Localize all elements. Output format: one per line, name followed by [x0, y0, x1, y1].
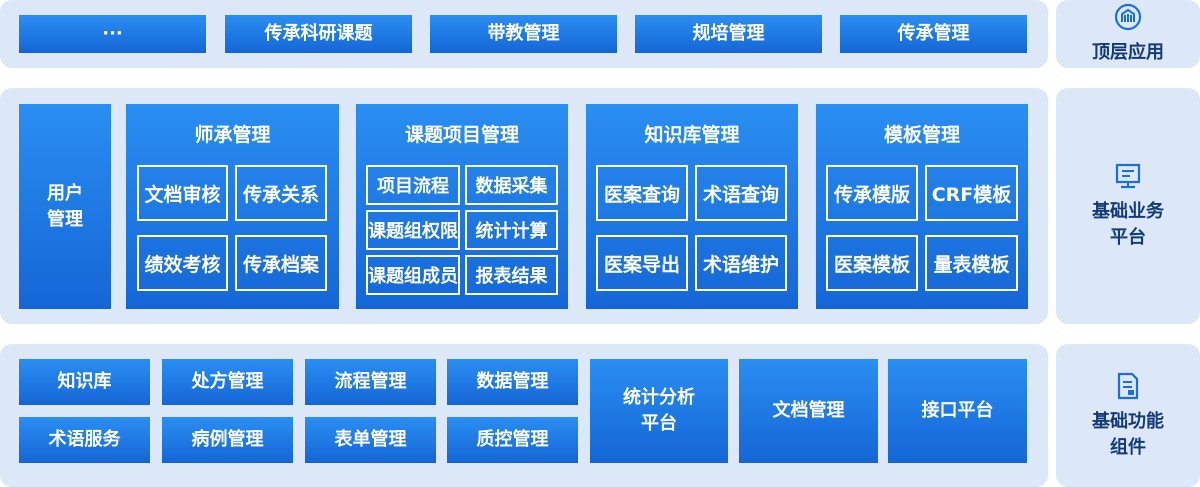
side-label-middle: 基础业务 平台: [1092, 201, 1164, 248]
building-icon: [1114, 3, 1142, 31]
bottom-knowledge-base[interactable]: 知识库: [19, 359, 150, 405]
cell-term-query[interactable]: 术语查询: [695, 165, 787, 221]
bottom-document-management[interactable]: 文档管理: [739, 359, 878, 463]
cell-case-query[interactable]: 医案查询: [596, 165, 688, 221]
bottom-terminology-service[interactable]: 术语服务: [19, 417, 150, 463]
bottom-process-management[interactable]: 流程管理: [305, 359, 436, 405]
module-knowledge-base: 知识库管理 医案查询 术语查询 医案导出 术语维护: [586, 104, 798, 309]
bottom-prescription-management[interactable]: 处方管理: [162, 359, 293, 405]
cell-inheritance-relation[interactable]: 传承关系: [235, 165, 327, 221]
top-item-teaching-management[interactable]: 带教管理: [430, 15, 617, 53]
cell-case-export[interactable]: 医案导出: [596, 235, 688, 291]
top-item-more[interactable]: ···: [19, 15, 206, 53]
cell-term-maintenance[interactable]: 术语维护: [695, 235, 787, 291]
cell-performance-review[interactable]: 绩效考核: [137, 235, 228, 291]
side-label-top: 顶层应用: [1092, 42, 1164, 63]
module-title: 课题项目管理: [404, 124, 519, 146]
module-mentorship: 师承管理 文档审核 传承关系 绩效考核 传承档案: [126, 104, 339, 309]
top-item-training-management[interactable]: 规培管理: [635, 15, 822, 53]
cell-report-results[interactable]: 报表结果: [465, 255, 558, 295]
top-item-inheritance-research[interactable]: 传承科研课题: [225, 15, 412, 53]
cell-crf-template[interactable]: CRF模板: [925, 165, 1018, 221]
module-template: 模板管理 传承模版 CRF模板 医案模板 量表模板: [816, 104, 1028, 309]
bottom-data-management[interactable]: 数据管理: [447, 359, 578, 405]
top-item-inheritance-management[interactable]: 传承管理: [840, 15, 1027, 53]
monitor-icon: [1115, 163, 1141, 189]
cell-inheritance-archive[interactable]: 传承档案: [235, 235, 327, 291]
user-management[interactable]: 用户 管理: [19, 104, 111, 309]
module-title: 知识库管理: [644, 124, 740, 146]
module-title: 模板管理: [883, 124, 960, 146]
side-basic-function-components: 基础功能 组件: [1056, 344, 1200, 487]
cell-group-members[interactable]: 课题组成员: [366, 255, 460, 295]
cell-inheritance-template[interactable]: 传承模版: [826, 165, 918, 221]
cell-data-collection[interactable]: 数据采集: [465, 165, 558, 205]
side-label-bottom: 基础功能 组件: [1092, 410, 1164, 458]
cell-document-review[interactable]: 文档审核: [137, 165, 228, 221]
cell-scale-template[interactable]: 量表模板: [925, 235, 1018, 291]
bottom-quality-control[interactable]: 质控管理: [447, 417, 578, 463]
bottom-statistics-platform[interactable]: 统计分析 平台: [590, 359, 728, 463]
cell-project-flow[interactable]: 项目流程: [366, 165, 460, 205]
side-basic-business-platform: 基础业务 平台: [1056, 88, 1200, 324]
document-icon: [1117, 372, 1139, 399]
cell-statistics[interactable]: 统计计算: [465, 210, 558, 250]
bottom-case-management[interactable]: 病例管理: [162, 417, 293, 463]
side-top-application: 顶层应用: [1056, 0, 1200, 68]
bottom-interface-platform[interactable]: 接口平台: [888, 359, 1027, 463]
cell-case-template[interactable]: 医案模板: [826, 235, 918, 291]
module-project: 课题项目管理 项目流程 数据采集 课题组权限 统计计算 课题组成员 报表结果: [356, 104, 568, 309]
cell-group-permission[interactable]: 课题组权限: [366, 210, 460, 250]
module-title: 师承管理: [194, 124, 271, 146]
bottom-form-management[interactable]: 表单管理: [305, 417, 436, 463]
